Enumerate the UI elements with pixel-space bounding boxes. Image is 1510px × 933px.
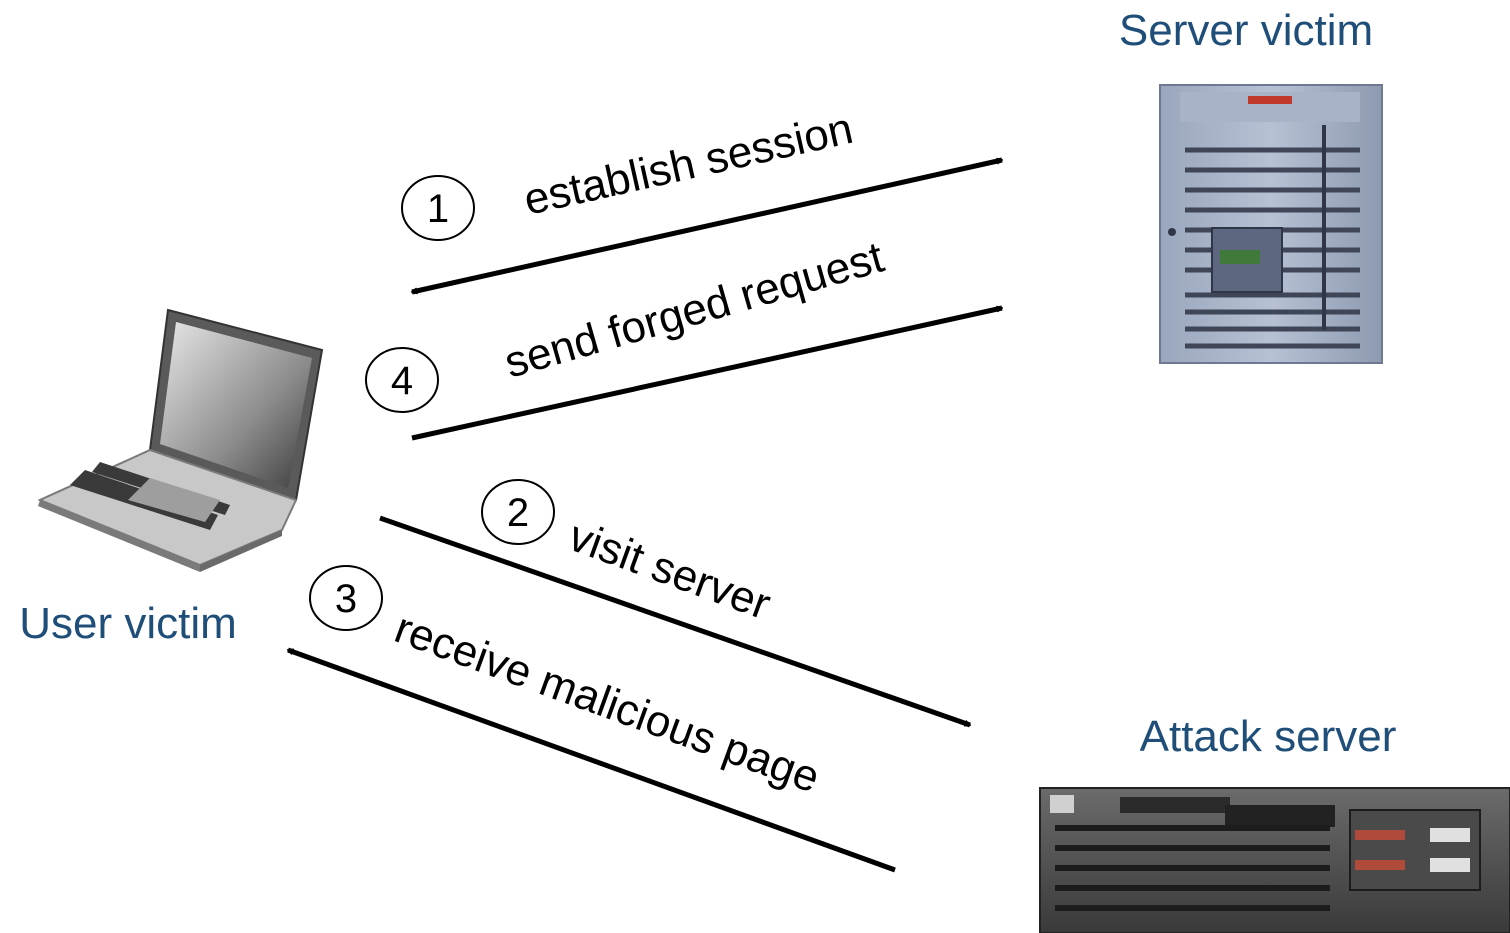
step-3-label: receive malicious page <box>389 603 826 802</box>
step-2-marker: 2 <box>481 479 555 545</box>
arrow-establish-session <box>412 157 1002 295</box>
tower-server-icon <box>1159 84 1383 364</box>
step-2-label: visit server <box>563 511 777 629</box>
step-4-marker: 4 <box>365 347 439 413</box>
attack-server-label: Attack server <box>1140 712 1397 761</box>
rack-server-icon <box>1039 787 1510 933</box>
step-2-number: 2 <box>507 491 529 535</box>
step-3-marker: 3 <box>309 565 383 631</box>
laptop-icon <box>37 308 324 572</box>
step-4-number: 4 <box>391 359 413 403</box>
step-1-number: 1 <box>427 187 449 231</box>
step-4-label: send forged request <box>499 233 889 388</box>
step-3-number: 3 <box>335 577 357 621</box>
arrow-receive-malicious-page <box>288 647 896 873</box>
step-1-label: establish session <box>519 104 857 225</box>
arrow-visit-server <box>379 515 970 728</box>
user-victim-label: User victim <box>19 599 237 648</box>
server-victim-label: Server victim <box>1119 6 1373 55</box>
step-1-marker: 1 <box>401 175 475 241</box>
arrow-send-forged-request <box>411 305 1002 441</box>
